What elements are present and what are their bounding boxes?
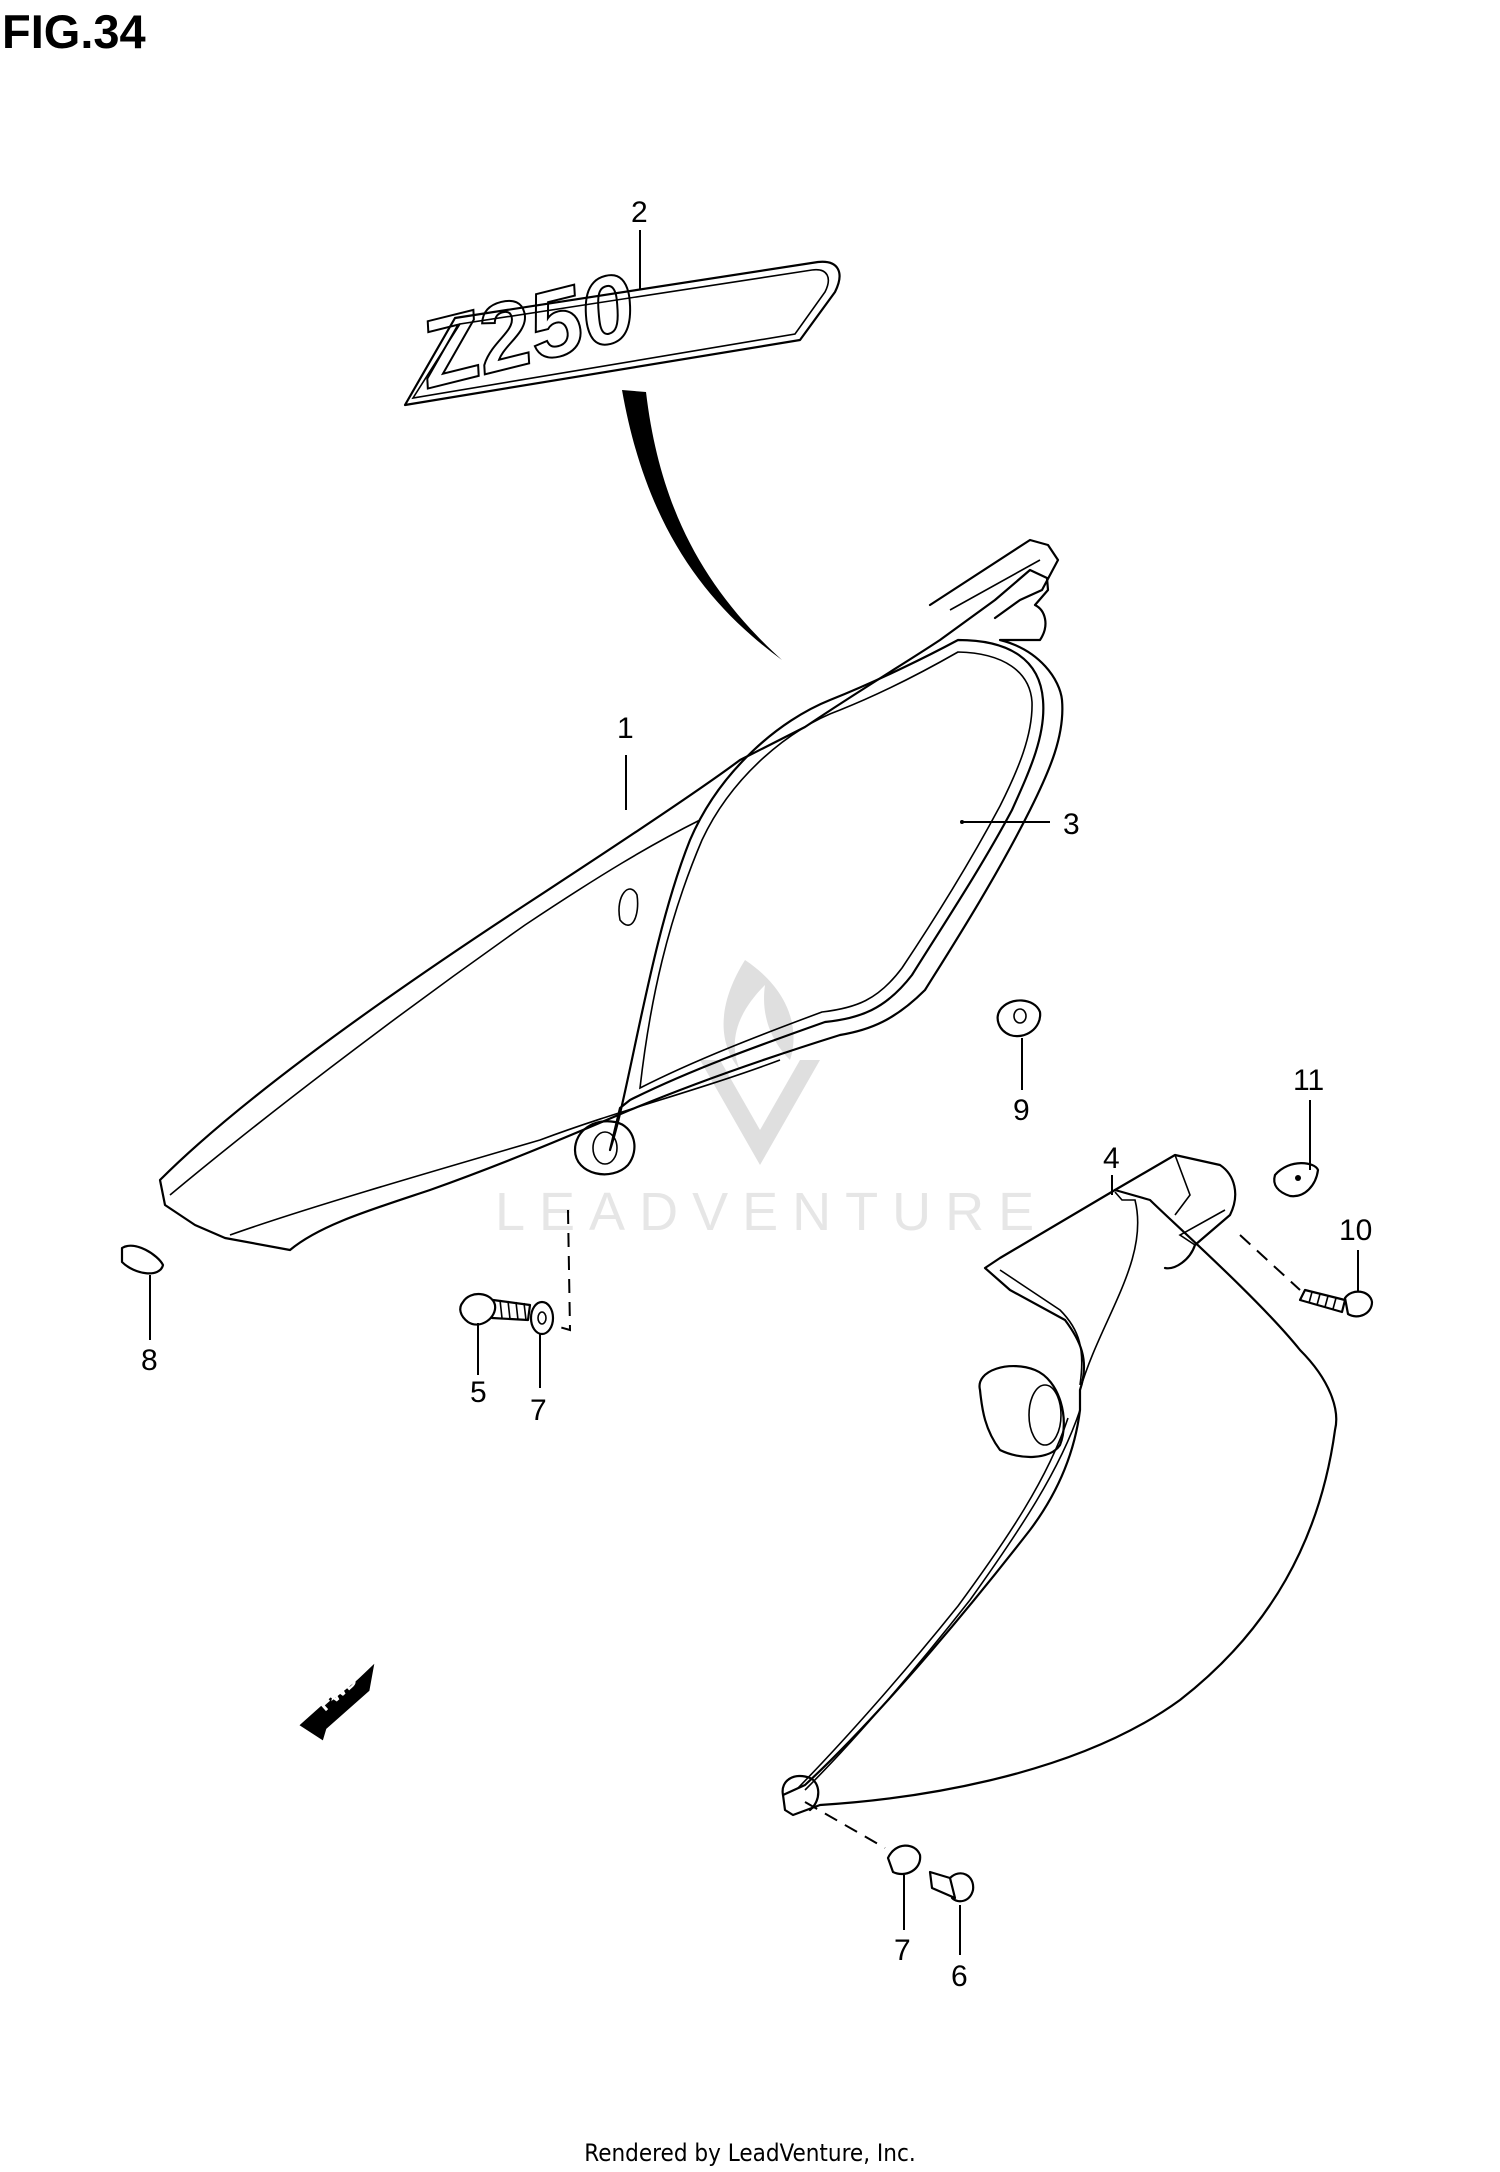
nut-part-9: [996, 999, 1042, 1090]
washer-part-7-lower: [886, 1844, 922, 1930]
grommet-part-8: [120, 1244, 165, 1340]
label-part-11: 11: [1293, 1064, 1324, 1097]
grommet-part-11: [1273, 1100, 1320, 1198]
figure-title: FIG.34: [2, 5, 146, 58]
label-part-9: 9: [1013, 1094, 1030, 1127]
label-part-1: 1: [617, 712, 634, 745]
label-part-10: 10: [1339, 1214, 1372, 1247]
label-part-6: 6: [951, 1960, 968, 1993]
screw-part-10: [1239, 1234, 1374, 1318]
label-part-5: 5: [470, 1376, 487, 1409]
watermark-logo: LEADVENTURE: [495, 960, 1048, 1242]
frame-cover: [158, 538, 1064, 1252]
emblem-text: Z250: [407, 253, 646, 409]
label-part-3: 3: [1063, 808, 1080, 841]
emblem-placement-arrow: [622, 390, 782, 660]
forward-direction-arrow: FWD: [299, 1663, 375, 1741]
label-part-7-upper: 7: [530, 1394, 547, 1427]
label-part-2: 2: [631, 196, 648, 229]
label-part-7-lower: 7: [894, 1934, 911, 1967]
washer-part-7-upper: [529, 1300, 555, 1388]
label-part-8: 8: [141, 1344, 158, 1377]
label-part-4: 4: [1103, 1142, 1120, 1175]
footer-credit: Rendered by LeadVenture, Inc.: [584, 2139, 916, 2167]
z250-emblem: Z250: [403, 252, 841, 410]
screw-part-6: [928, 1870, 975, 1955]
bolt-part-5: [459, 1293, 532, 1375]
watermark-text: LEADVENTURE: [495, 1182, 1048, 1242]
side-cover-part-4: [781, 1153, 1338, 1817]
